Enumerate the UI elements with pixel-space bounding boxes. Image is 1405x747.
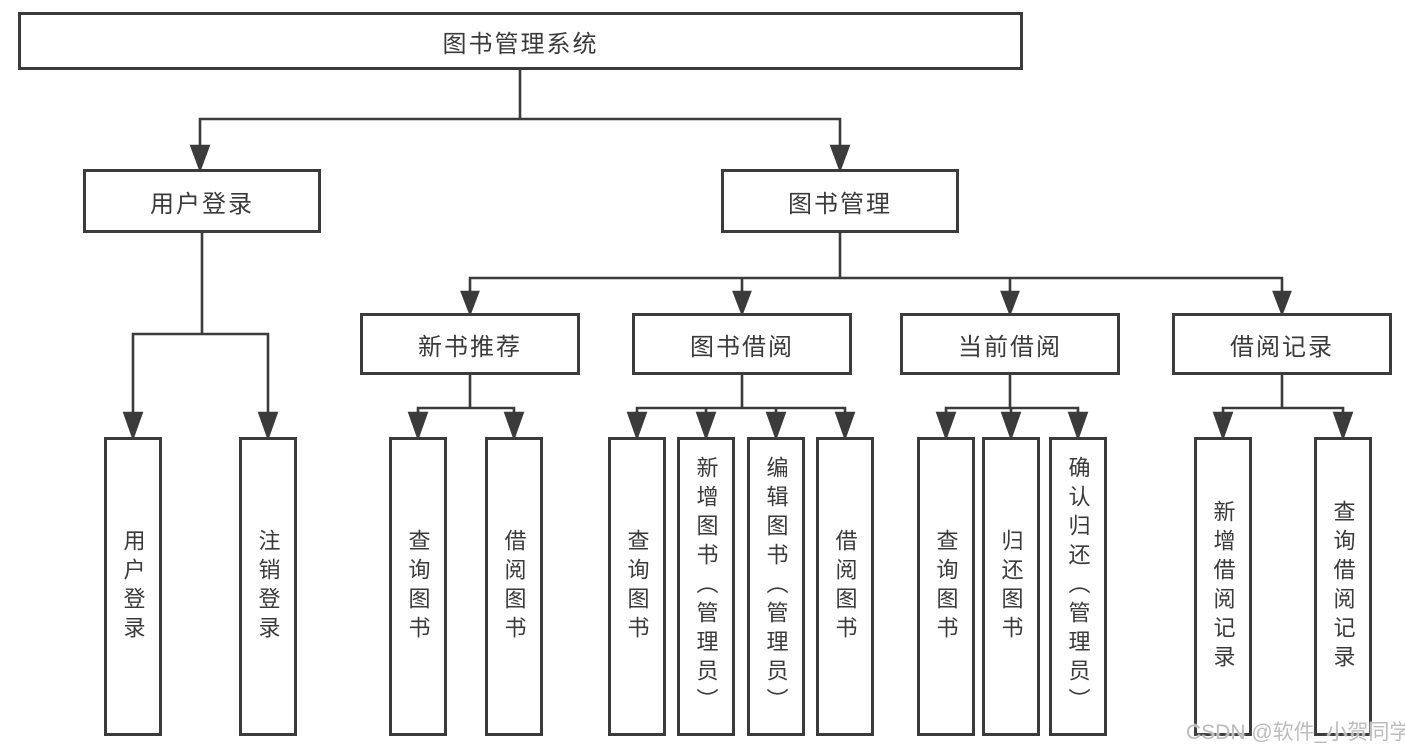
node-library-management-system: 图书管理系统 bbox=[18, 12, 1023, 70]
connector-user-login-to-leaves bbox=[122, 231, 279, 441]
node-leaf-query-borrow-record: 查询借阅记录 bbox=[1314, 437, 1372, 736]
node-book-management: 图书管理 bbox=[721, 169, 959, 233]
node-label: 借阅图书 bbox=[832, 528, 858, 645]
node-label: 归还图书 bbox=[998, 528, 1024, 645]
node-leaf-add-book-admin: 新增图书（管理员） bbox=[677, 437, 735, 736]
node-leaf-confirm-return-admin: 确认归还（管理员） bbox=[1049, 437, 1107, 736]
node-label: 查询图书 bbox=[933, 528, 959, 645]
node-leaf-query-books-1: 查询图书 bbox=[389, 437, 447, 736]
connector-book-borrowing bbox=[626, 373, 856, 441]
node-label: 查询图书 bbox=[405, 528, 431, 645]
node-label: 编辑图书（管理员） bbox=[763, 456, 789, 717]
connector-book-management-to-level3 bbox=[460, 231, 1292, 317]
node-label: 查询图书 bbox=[624, 528, 650, 645]
node-leaf-logout: 注销登录 bbox=[239, 437, 297, 736]
node-leaf-return-books: 归还图书 bbox=[982, 437, 1040, 736]
csdn-watermark: CSDN @软件_小贺同学 bbox=[1186, 721, 1405, 744]
node-label: 确认归还（管理员） bbox=[1065, 456, 1091, 717]
node-label: 新书推荐 bbox=[418, 333, 522, 361]
connector-new-book-recommendation bbox=[407, 373, 525, 441]
connector-borrowing-records bbox=[1212, 373, 1354, 441]
node-leaf-user-login: 用户登录 bbox=[104, 437, 162, 736]
node-leaf-add-borrow-record: 新增借阅记录 bbox=[1194, 437, 1252, 736]
node-leaf-borrow-books-1: 借阅图书 bbox=[485, 437, 543, 736]
node-leaf-query-books-3: 查询图书 bbox=[917, 437, 975, 736]
node-label: 图书借阅 bbox=[690, 333, 794, 361]
node-label: 用户登录 bbox=[120, 528, 146, 645]
node-new-book-recommendation: 新书推荐 bbox=[360, 313, 580, 375]
node-user-login: 用户登录 bbox=[83, 169, 321, 233]
node-label: 图书管理系统 bbox=[442, 30, 599, 58]
node-leaf-borrow-books-2: 借阅图书 bbox=[816, 437, 874, 736]
node-book-borrowing: 图书借阅 bbox=[632, 313, 852, 375]
connector-current-borrowing bbox=[935, 373, 1089, 441]
node-label: 用户登录 bbox=[150, 190, 254, 218]
node-current-borrowing: 当前借阅 bbox=[900, 313, 1120, 375]
node-label: 新增借阅记录 bbox=[1210, 499, 1236, 674]
node-label: 借阅记录 bbox=[1230, 333, 1334, 361]
node-label: 借阅图书 bbox=[501, 528, 527, 645]
node-label: 当前借阅 bbox=[958, 333, 1062, 361]
node-label: 注销登录 bbox=[255, 528, 281, 645]
node-leaf-edit-book-admin: 编辑图书（管理员） bbox=[747, 437, 805, 736]
node-label: 新增图书（管理员） bbox=[693, 456, 719, 717]
connector-root-to-level2 bbox=[189, 68, 851, 173]
node-borrowing-records: 借阅记录 bbox=[1172, 313, 1392, 375]
node-label: 图书管理 bbox=[788, 190, 892, 218]
node-label: 查询借阅记录 bbox=[1330, 499, 1356, 674]
node-leaf-query-books-2: 查询图书 bbox=[608, 437, 666, 736]
